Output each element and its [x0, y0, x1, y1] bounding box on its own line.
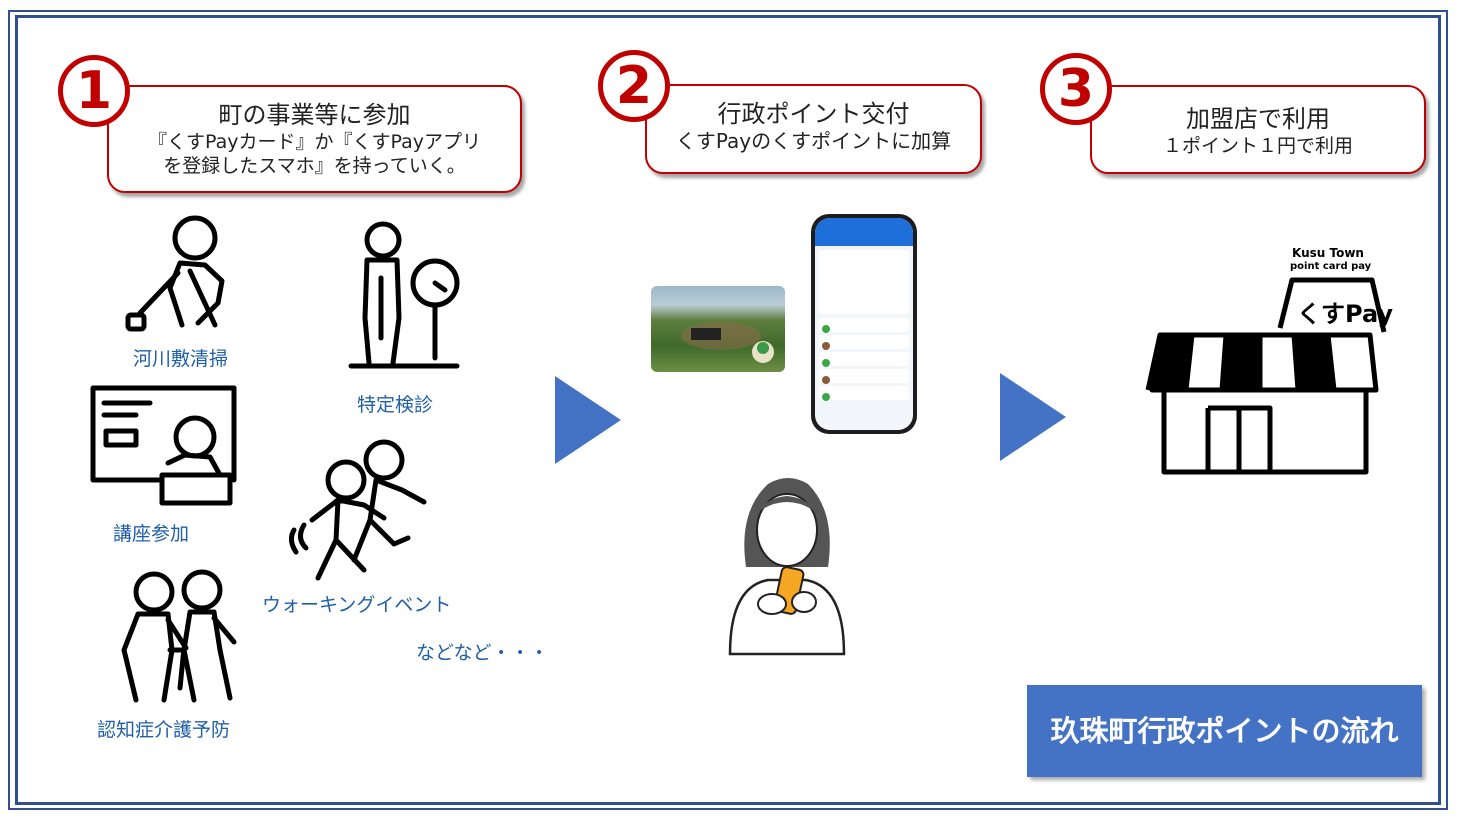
step2-line2: くすPayのくすポイントに加算 [675, 129, 952, 153]
care-support-icon [121, 569, 237, 703]
app-balance-panel [819, 250, 909, 314]
cleaning-person-icon [125, 215, 225, 332]
step1-number: 1 [58, 55, 130, 127]
flow-arrow-2 [1000, 373, 1066, 461]
step2-callout: 行政ポイント交付 くすPayのくすポイントに加算 [645, 84, 982, 174]
checkup-scale-icon [348, 221, 460, 369]
shop-storefront-icon [1145, 277, 1387, 475]
lecture-board-icon [90, 385, 237, 506]
label-checkup: 特定検診 [357, 394, 434, 416]
label-dementia: 認知症介護予防 [97, 719, 231, 741]
step1-title: 町の事業等に参加 [218, 101, 411, 129]
step3-line2: １ポイント１円で利用 [1162, 135, 1353, 157]
step3-title: 加盟店で利用 [1186, 105, 1330, 133]
label-lecture: 講座参加 [113, 523, 190, 545]
step1-callout: 町の事業等に参加 『くすPayカード』か『くすPayアプリ を登録したスマホ』を… [107, 85, 522, 193]
app-header [815, 218, 913, 246]
step3-number: 3 [1040, 53, 1112, 125]
app-row [819, 335, 909, 350]
kusupay-app-phone [811, 214, 917, 434]
outer-frame [8, 10, 1448, 810]
app-row [819, 386, 909, 401]
flow-arrow-1 [555, 376, 621, 464]
app-row [819, 318, 909, 333]
kusupay-card-image [651, 286, 785, 372]
label-riverbed: 河川敷清掃 [133, 348, 229, 370]
inner-frame [15, 15, 1441, 805]
woman-smartphone-icon [728, 478, 846, 656]
card-scene-icon [681, 322, 774, 363]
phone-screen [815, 218, 913, 430]
shop-sign-line2: point card pay [1290, 261, 1372, 272]
label-etc: などなど・・・ [416, 642, 549, 664]
step3-callout: 加盟店で利用 １ポイント１円で利用 [1090, 85, 1426, 174]
step2-number: 2 [598, 50, 670, 122]
step1-line2: 『くすPayカード』か『くすPayアプリ [148, 131, 481, 153]
app-row [819, 369, 909, 384]
step2-title: 行政ポイント交付 [717, 100, 910, 128]
walking-people-icon [288, 439, 427, 581]
shop-sign-line1: Kusu Town [1292, 246, 1364, 260]
app-row [819, 352, 909, 367]
title-box: 玖珠町行政ポイントの流れ [1027, 685, 1422, 777]
label-walking: ウォーキングイベント [262, 594, 452, 616]
step1-line3: を登録したスマホ』を持っていく。 [163, 155, 466, 177]
shop-sign-brand: くすPay [1297, 300, 1394, 328]
